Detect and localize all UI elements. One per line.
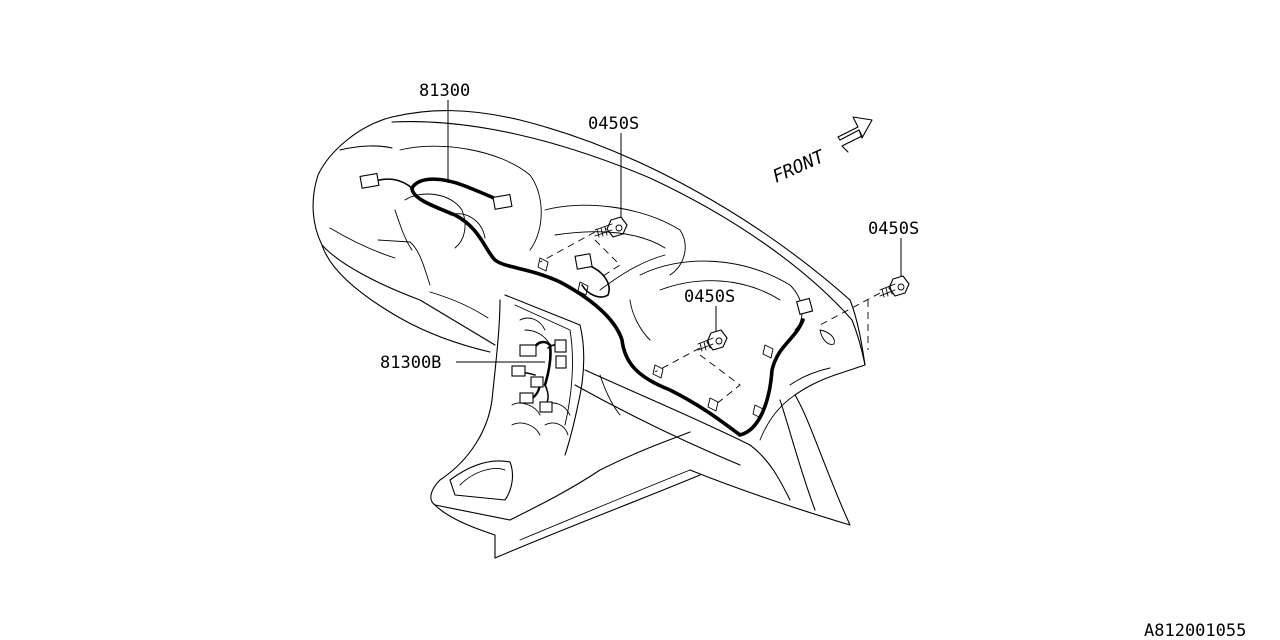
instrument-panel-outline	[312, 110, 866, 559]
reference-code: A812001055	[1144, 621, 1246, 640]
label-81300: 81300	[419, 81, 470, 101]
sub-connector-5	[530, 376, 544, 388]
sub-connector-1	[519, 344, 537, 357]
bolt-middle	[654, 329, 741, 406]
bolt-right	[819, 275, 910, 350]
harness-clips	[537, 257, 774, 419]
label-81300b: 81300B	[380, 353, 441, 373]
main-harness-81300	[359, 172, 814, 437]
connector-right-end	[795, 297, 814, 315]
connector-cluster	[492, 193, 513, 210]
connector-left	[359, 172, 380, 189]
sub-connector-6	[519, 392, 534, 404]
leader-lines	[447, 100, 902, 363]
sub-connector-4	[511, 365, 526, 377]
label-0450s-right: 0450S	[868, 219, 919, 239]
label-0450s-middle: 0450S	[684, 287, 735, 307]
sub-harness-81300B	[511, 339, 567, 413]
sub-connector-7	[539, 401, 553, 413]
sub-connector-2	[554, 339, 567, 353]
front-direction-indicator: FRONT	[769, 116, 873, 188]
front-arrow-icon	[837, 116, 873, 153]
connector-center	[574, 253, 593, 270]
front-label: FRONT	[769, 146, 828, 188]
sub-connector-3	[555, 355, 567, 369]
bolt-top	[539, 216, 628, 279]
label-0450s-top: 0450S	[588, 114, 639, 134]
